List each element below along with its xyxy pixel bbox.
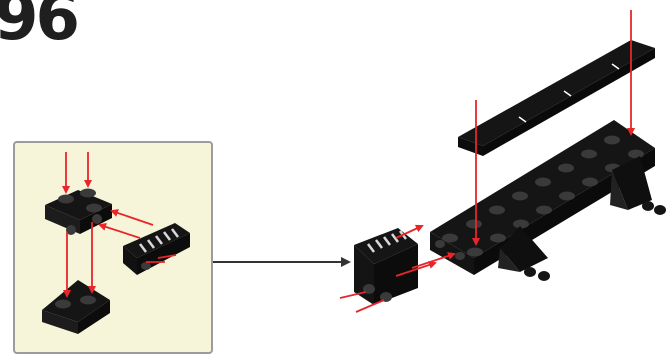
subassembly-parts: [42, 152, 190, 334]
red-arrow-icon: [112, 211, 153, 225]
wedge-plate-part: [42, 280, 110, 334]
grille-slope-part: [123, 223, 190, 275]
plate-1x2-part: [45, 189, 112, 236]
red-arrow-icon: [100, 225, 140, 238]
red-arrow-icon: [412, 254, 454, 268]
